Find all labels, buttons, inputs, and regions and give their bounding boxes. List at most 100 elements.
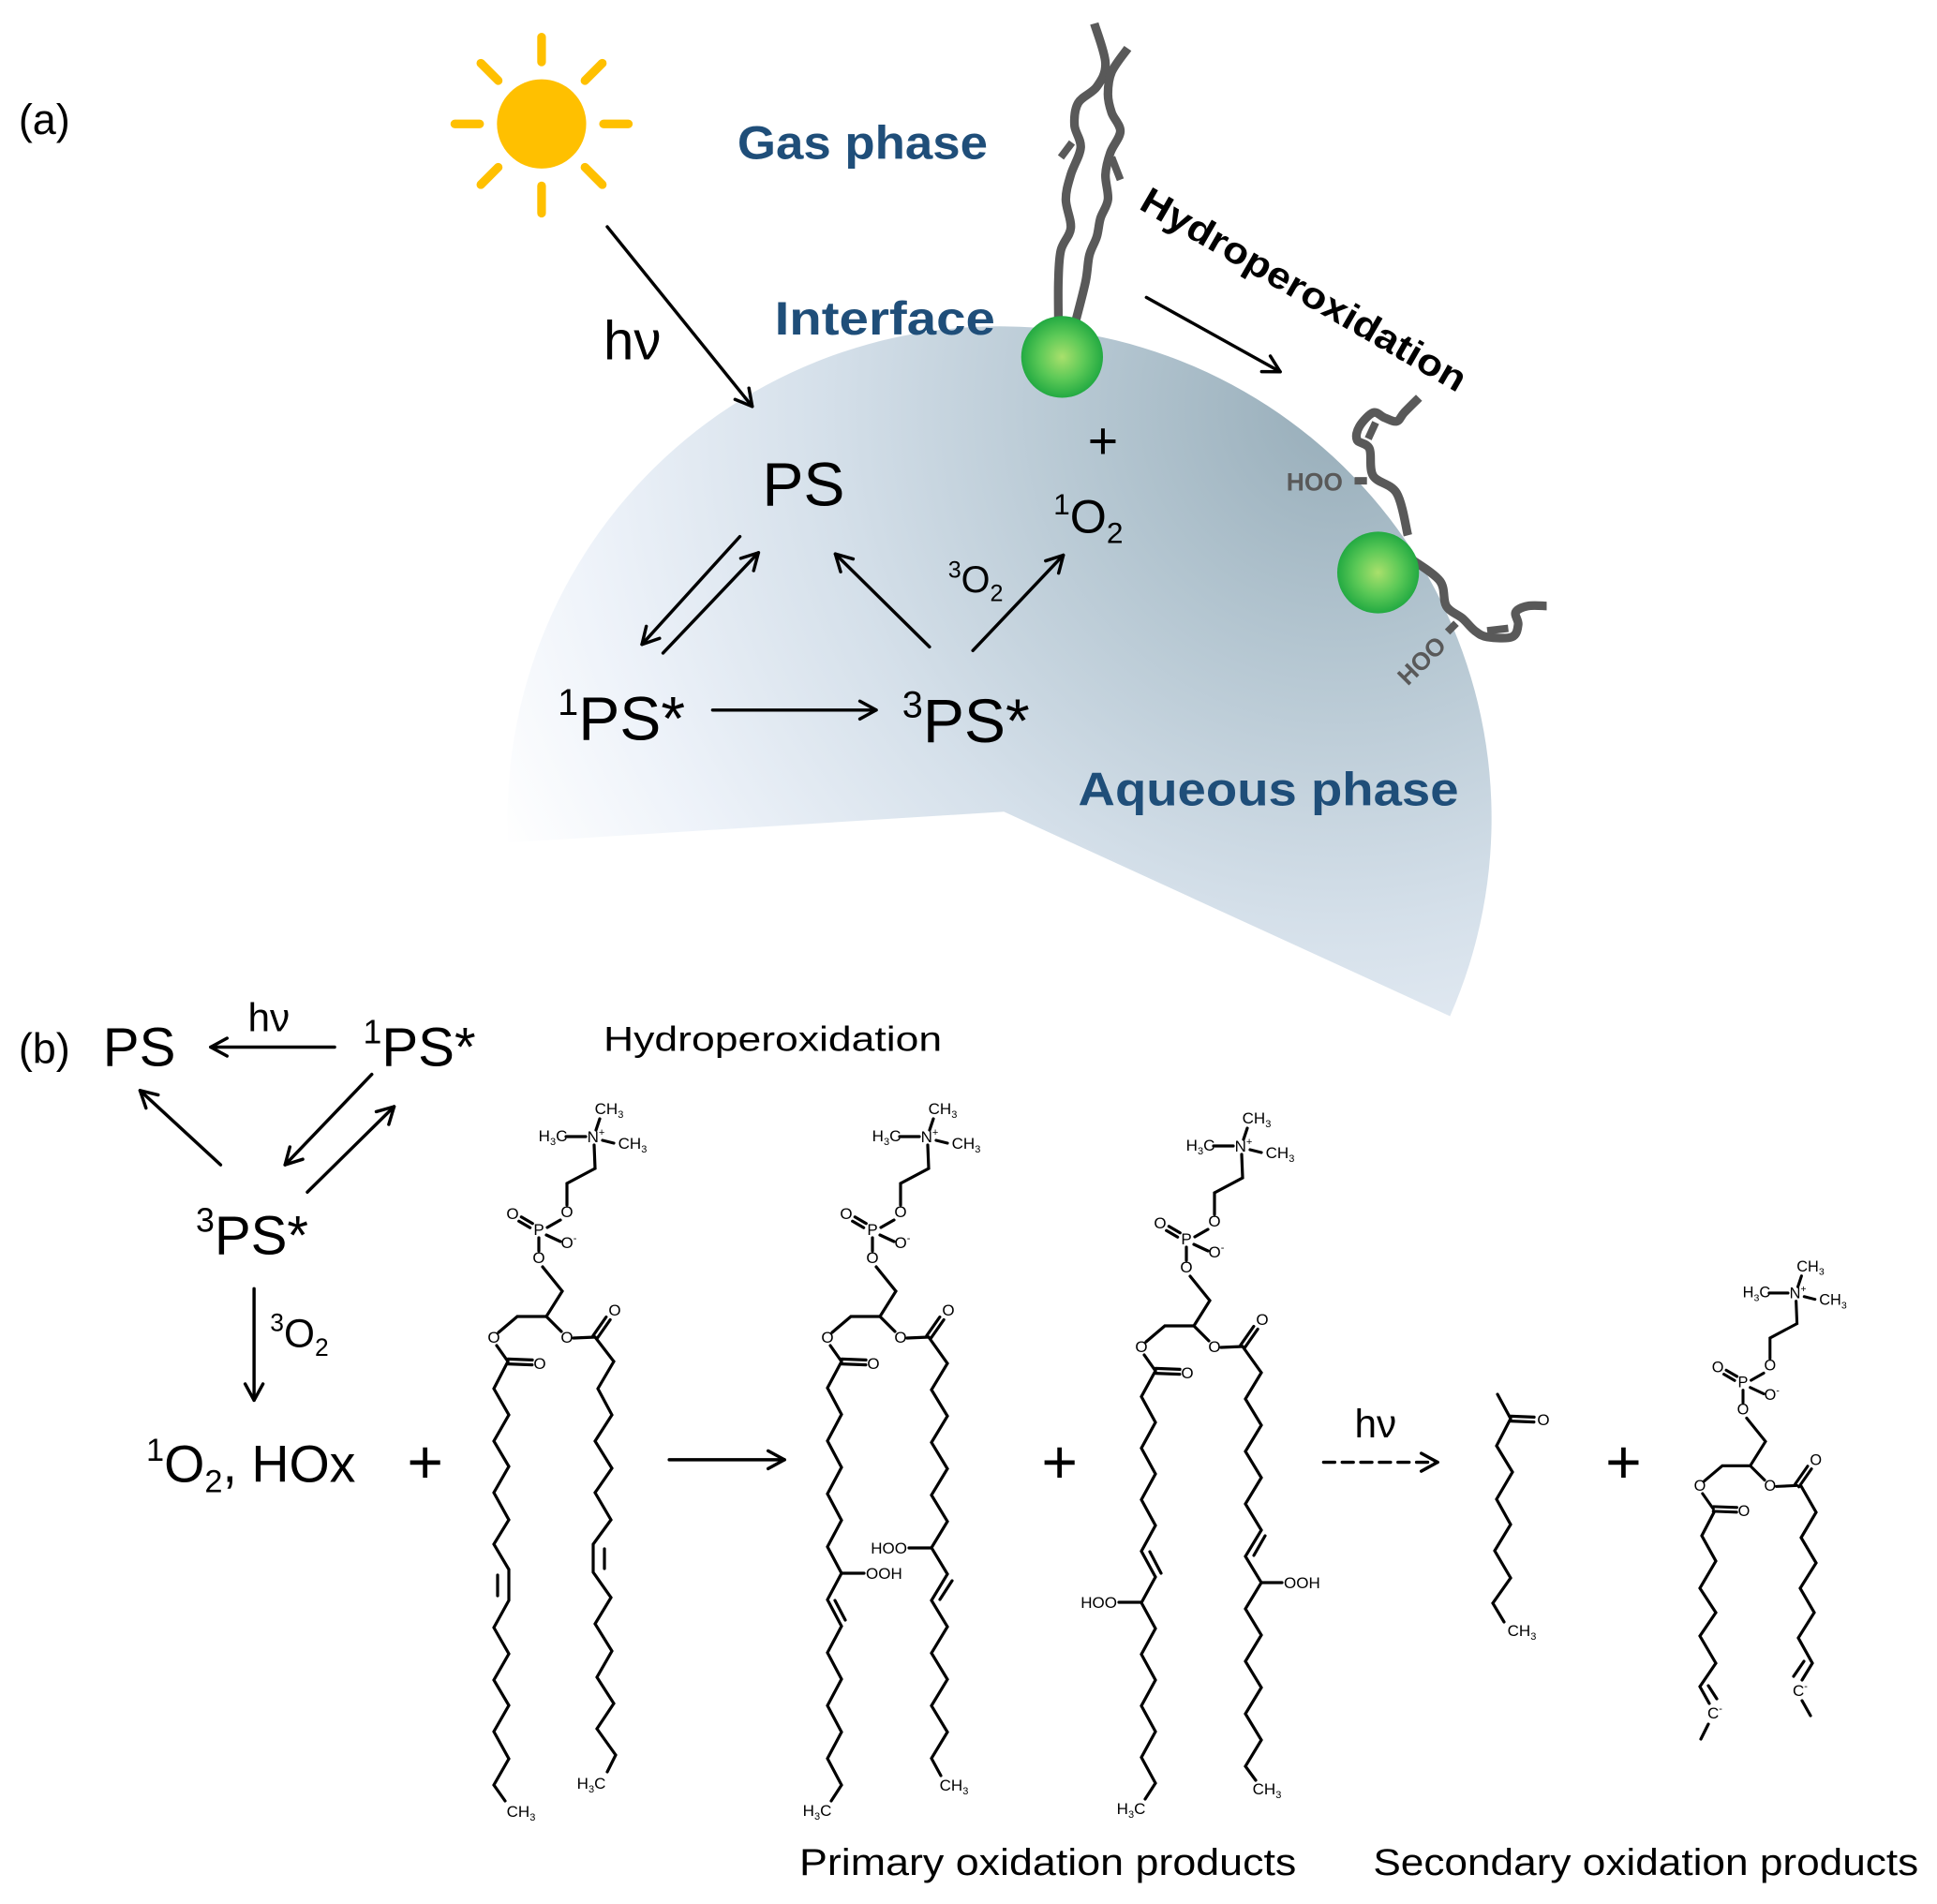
atom-sub: 3	[975, 1144, 980, 1155]
arrow-triplet-ps-to-ps	[138, 1089, 223, 1167]
triplet-ps-label: 3PS*	[902, 685, 1030, 756]
atom-symbol: O	[1208, 1338, 1220, 1356]
arrow-shaft	[971, 553, 1065, 653]
oxygen-label: O	[1764, 1478, 1776, 1495]
bond-p-o-minus	[544, 1233, 562, 1243]
sun-disc	[497, 79, 587, 169]
hv-label: hν	[1354, 1402, 1396, 1446]
atom-symbol: O	[866, 1249, 878, 1267]
chain-end-label: CH3	[1253, 1780, 1282, 1801]
oxygen-label: O	[1256, 1311, 1268, 1329]
aqueous-droplet-sector	[507, 326, 1492, 1017]
arrow-ps-to-singlet-ps	[640, 534, 742, 647]
oxygen-label: O	[942, 1302, 954, 1319]
atom-sub: 3	[1289, 1153, 1294, 1165]
lipid-tail	[1071, 45, 1132, 322]
oxygen-label: O	[821, 1329, 833, 1346]
arrowhead	[138, 1089, 160, 1110]
bond-o-p	[1750, 1371, 1766, 1382]
hydroperoxidation-arrow	[1144, 295, 1282, 374]
chain-end-label: H3C	[803, 1802, 832, 1822]
hydroperoxy-label: HOO	[1080, 1594, 1117, 1612]
atom-symbol: CH	[1508, 1622, 1531, 1640]
lipid-headgroup-ball	[1021, 316, 1104, 398]
arrow-energy-transfer	[243, 1287, 265, 1403]
arrowhead	[209, 1036, 230, 1058]
atom-sub: 3	[550, 1137, 556, 1148]
atom-sub: 3	[1753, 1293, 1759, 1304]
bond-carbonyl	[595, 1317, 612, 1341]
atom-symbol: P	[867, 1221, 877, 1239]
trans-double-bond	[1148, 1550, 1163, 1575]
bond-o-c	[828, 1344, 843, 1363]
atom-symbol: O	[1256, 1311, 1268, 1329]
choline-linker	[565, 1143, 597, 1207]
atom-symbol: CH	[595, 1100, 618, 1118]
oxygen-label: O	[1764, 1358, 1776, 1375]
species: O	[1070, 491, 1107, 543]
sun-ray	[476, 162, 503, 189]
atom-symbol: CH	[1243, 1109, 1266, 1127]
atom-sup: +	[1246, 1137, 1252, 1148]
arrow-shaft	[283, 1072, 374, 1167]
oxygen-label: O	[560, 1203, 573, 1221]
oxygen-label: O	[840, 1205, 852, 1223]
arrowhead	[733, 386, 754, 409]
atom-sub: 3	[1275, 1790, 1281, 1801]
oxygen-label: O	[1208, 1338, 1220, 1356]
atom-symbol: O	[1810, 1451, 1822, 1468]
arrow-singlet-to-triplet	[283, 1072, 374, 1167]
atom-symbol: O	[1764, 1358, 1776, 1375]
superscript: 1	[1053, 487, 1070, 521]
arrowhead	[857, 699, 878, 721]
lipid-tail	[1409, 556, 1547, 643]
bond-p-double-o	[1167, 1225, 1182, 1235]
atom-symbol: CH	[940, 1777, 963, 1794]
oxygen-label: O	[1738, 1503, 1751, 1520]
atom-symbol: O	[1712, 1359, 1724, 1376]
lipid-tail	[1351, 394, 1423, 537]
atom-sub: 3	[814, 1811, 820, 1822]
arrowhead	[1259, 354, 1282, 374]
ps-label: PS	[103, 1017, 176, 1078]
bond-p-o-minus	[878, 1233, 896, 1243]
bond-carbonyl	[1711, 1505, 1738, 1510]
bond-n-methyl	[1248, 1148, 1263, 1154]
atom-symbol: N	[1235, 1138, 1246, 1155]
oxygen-label: O	[1712, 1359, 1724, 1376]
oxygen-label: O	[1737, 1402, 1750, 1419]
trans-double-bond	[833, 1599, 847, 1622]
plus-sign: +	[1088, 411, 1118, 469]
atom-symbol: CH	[618, 1135, 642, 1153]
atom-symbol: N	[921, 1128, 932, 1146]
oxygen-label: O	[1154, 1214, 1166, 1232]
atom-symbol: O	[1154, 1214, 1166, 1232]
hydroperoxy-label: OOH	[1284, 1574, 1320, 1592]
bond-p-double-o	[853, 1215, 868, 1226]
oxygen-label: O	[894, 1329, 906, 1346]
subscript: 2	[1107, 515, 1124, 549]
atom-symbol: C	[1793, 1682, 1804, 1700]
atom-symbol: H	[803, 1802, 814, 1820]
acyl-chain-sn1	[1698, 1510, 1718, 1705]
phosphorus-label: P	[867, 1221, 877, 1239]
reaction-arrow	[667, 1449, 786, 1471]
oxygen-label: O	[1694, 1478, 1706, 1495]
acyl-chain-sn1	[492, 1360, 511, 1803]
arrow-shaft	[661, 551, 761, 655]
oxygen-label: O	[1810, 1451, 1822, 1468]
atom-symbol: O	[560, 1329, 573, 1346]
arrowhead	[833, 552, 856, 573]
arrowhead	[738, 551, 761, 573]
atom-symbol: CH	[929, 1100, 952, 1118]
chain-end-label: CH3	[940, 1777, 969, 1797]
atom-symbol: O	[608, 1302, 620, 1319]
chain-end-label: H3C	[577, 1775, 606, 1795]
bond	[1800, 1699, 1812, 1718]
ammonium-label: N+	[1790, 1284, 1807, 1302]
triplet-ps-label: 3PS*	[196, 1202, 308, 1267]
atom-symbol: C	[1707, 1704, 1719, 1722]
methyl-label: H3C	[872, 1127, 901, 1148]
